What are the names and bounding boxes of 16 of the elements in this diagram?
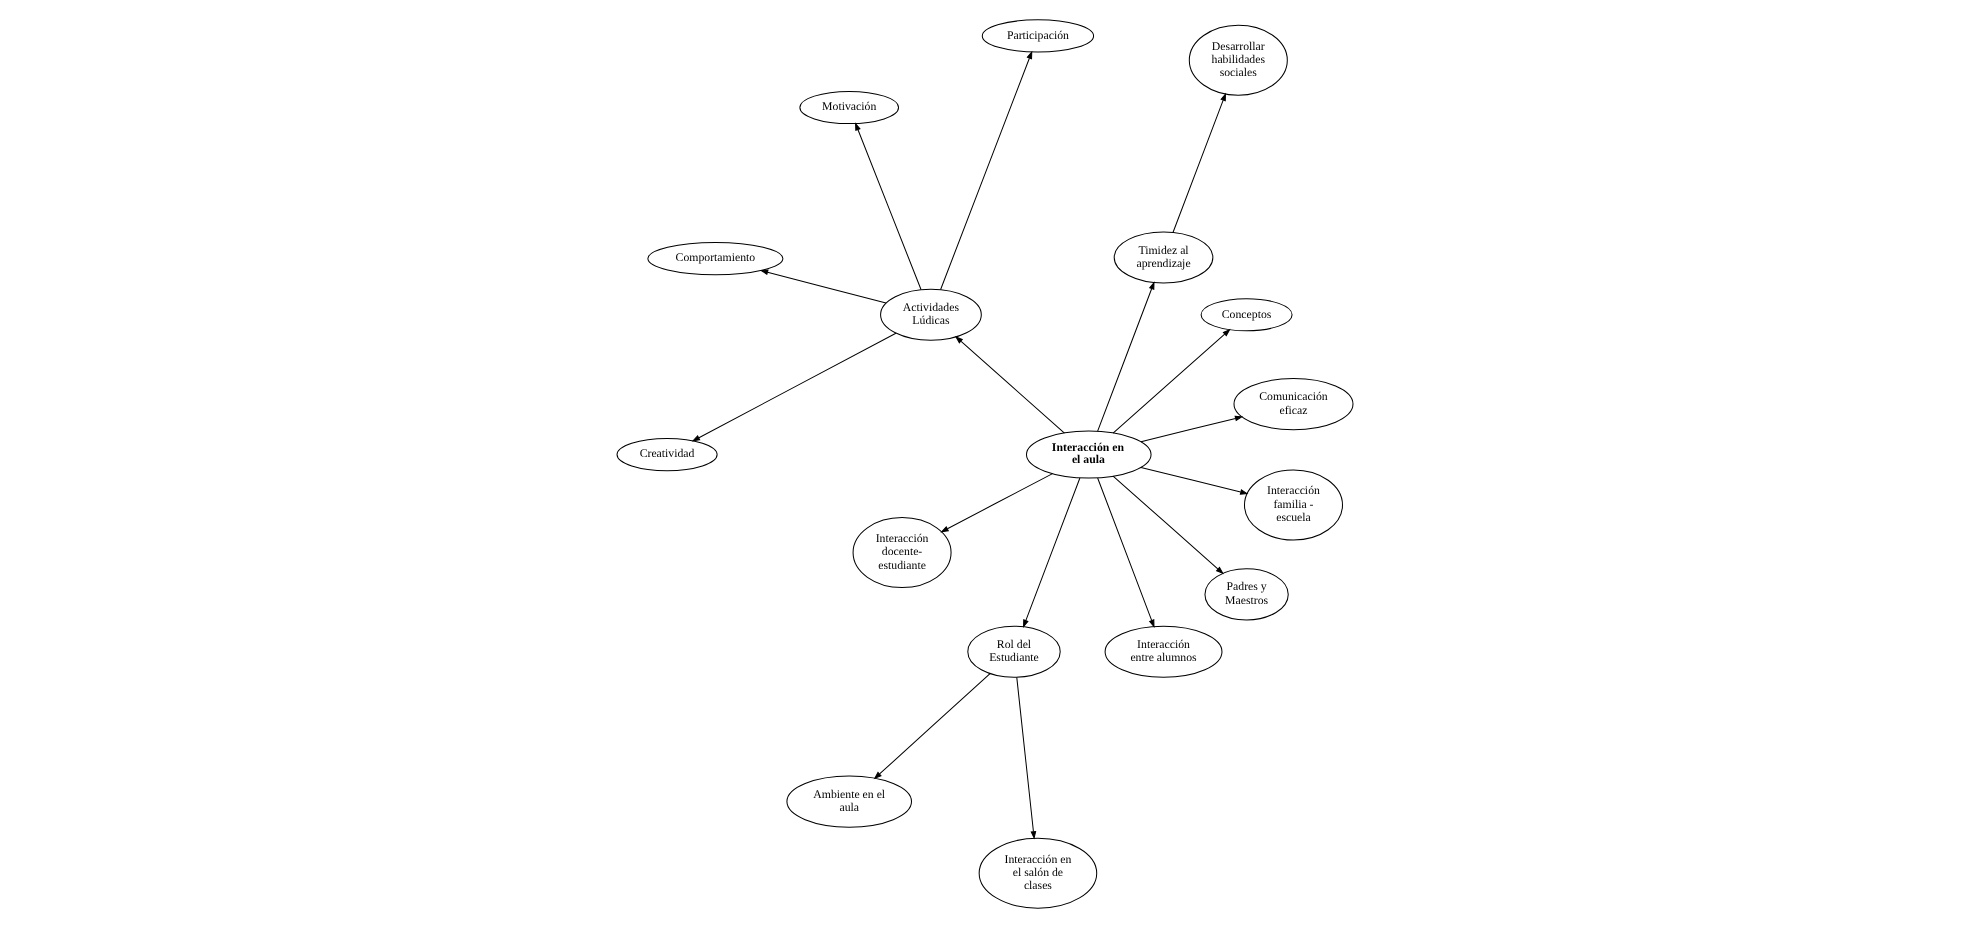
arrow — [1111, 475, 1223, 575]
arrow — [854, 122, 921, 291]
arrow — [872, 673, 990, 780]
arrow — [939, 473, 1053, 533]
arrow — [758, 269, 886, 304]
arrow — [1096, 477, 1154, 628]
arrow — [939, 50, 1032, 291]
arrow — [1111, 328, 1230, 434]
arrow — [690, 332, 896, 442]
arrow — [1171, 92, 1225, 233]
arrow — [1096, 281, 1154, 432]
arrow — [953, 336, 1064, 434]
arrow — [1139, 415, 1243, 443]
arrow — [1022, 477, 1080, 628]
arrow — [1139, 466, 1248, 495]
arrow — [1015, 676, 1036, 840]
